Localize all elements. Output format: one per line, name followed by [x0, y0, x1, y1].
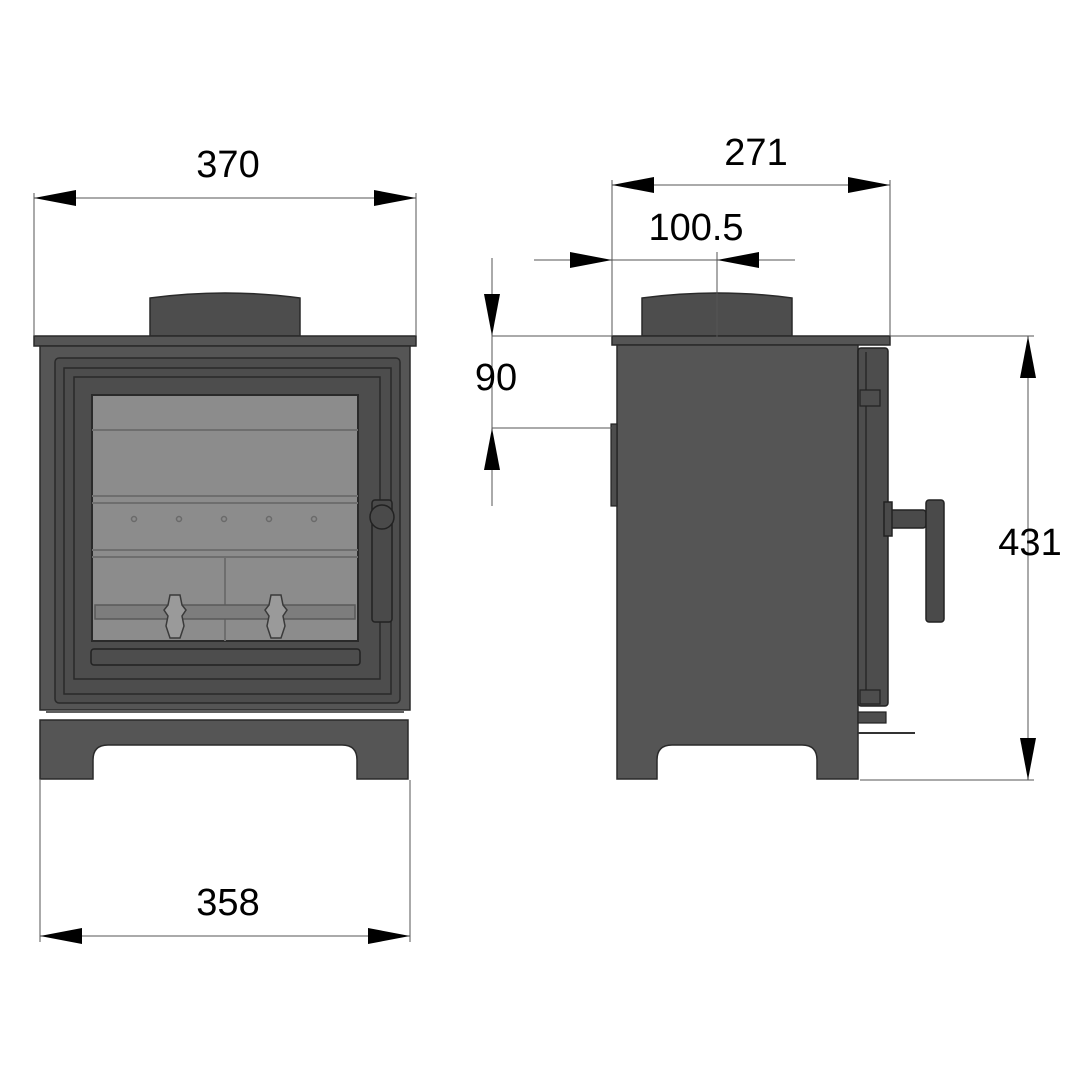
side-hinge-bottom: [859, 689, 881, 705]
side-handle-boss: [883, 501, 893, 537]
front-handle-pivot: [369, 504, 395, 530]
side-rear-spigot: [610, 423, 618, 507]
dim-label-front-top-width: 370: [196, 144, 259, 186]
side-hinge-top: [859, 389, 881, 407]
grate-bar: [94, 604, 356, 620]
dim-label-flue-height: 90: [475, 357, 517, 399]
dim-label-front-bottom-width: 358: [196, 882, 259, 924]
dim-label-overall-height: 431: [998, 522, 1061, 564]
air-hole: [220, 515, 228, 523]
front-ash-lip: [90, 648, 361, 666]
air-holes: [130, 515, 318, 523]
dim-flue-offset: [534, 252, 795, 344]
front-flue-collar: [149, 292, 301, 337]
side-top-plate: [611, 335, 891, 346]
dim-side-depth: [611, 177, 891, 336]
air-hole: [175, 515, 183, 523]
air-hole: [310, 515, 318, 523]
air-hole: [130, 515, 138, 523]
air-hole: [265, 515, 273, 523]
side-handle-stem: [887, 509, 927, 529]
dim-flue-height: [484, 258, 612, 506]
log-retainer-left: [163, 594, 187, 639]
side-view: [610, 292, 945, 780]
dim-overall-height: [860, 335, 1036, 781]
dim-front-top-width: [33, 190, 417, 336]
front-view: [33, 292, 417, 780]
side-air-control: [857, 711, 887, 724]
side-handle-grip: [925, 499, 945, 623]
dim-label-side-depth: 271: [724, 132, 787, 174]
front-base: [39, 719, 409, 780]
log-retainer-right: [264, 594, 288, 639]
front-top-plate: [33, 335, 417, 347]
dim-label-flue-offset: 100.5: [648, 207, 743, 249]
dim-front-bottom-width: [39, 780, 411, 944]
front-door-handle: [371, 499, 393, 623]
side-body: [616, 344, 859, 780]
